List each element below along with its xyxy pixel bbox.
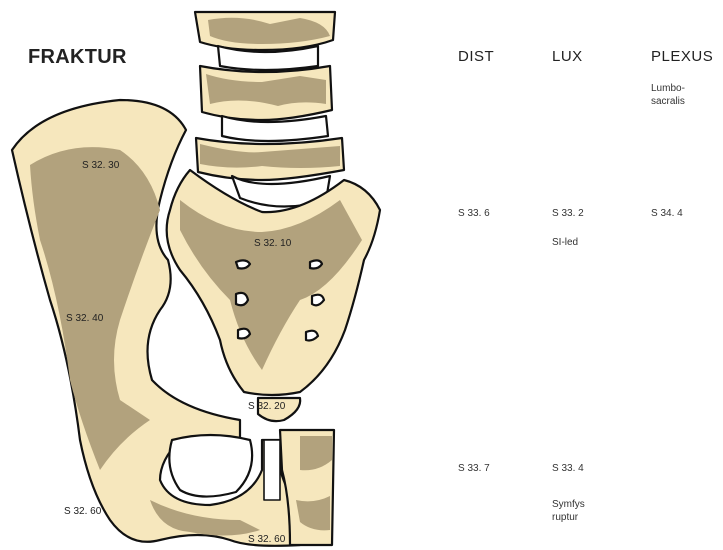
symphysis-note-line-1: Symfys [552,498,585,511]
symphysis-lux-note: Symfys ruptur [552,498,585,524]
label-ilium-code: S 32. 30 [82,160,119,171]
label-pubic-code: S 32. 40 [66,313,103,324]
si-dist-code: S 33. 6 [458,208,490,219]
sacral-foramen-1 [236,260,250,268]
column-lux-header: LUX [552,48,583,65]
label-coccyx-code: S 32. 20 [248,401,285,412]
obturator-foramen [169,435,252,497]
symphysis-gap [264,440,280,500]
si-plexus-code: S 34. 4 [651,208,683,219]
plexus-note: Lumbo- sacralis [651,82,685,108]
sacral-foramen-5 [238,329,250,339]
si-lux-note: SI-led [552,236,578,249]
symphysis-dist-code: S 33. 7 [458,463,490,474]
sacral-foramen-2 [310,260,322,268]
symphysis-note-line-2: ruptur [552,511,585,524]
plexus-note-line-2: sacralis [651,95,685,108]
symphysis-lux-code: S 33. 4 [552,463,584,474]
label-sacrum-code: S 32. 10 [254,238,291,249]
figure-title: FRAKTUR [28,46,127,69]
column-plexus-header: PLEXUS [651,48,713,65]
si-lux-code: S 33. 2 [552,208,584,219]
column-dist-header: DIST [458,48,494,65]
plexus-note-line-1: Lumbo- [651,82,685,95]
sacral-foramen-3 [236,293,248,305]
label-symphysis-code: S 32. 60 [248,534,285,545]
label-ischium-code: S 32. 60 [64,506,101,517]
